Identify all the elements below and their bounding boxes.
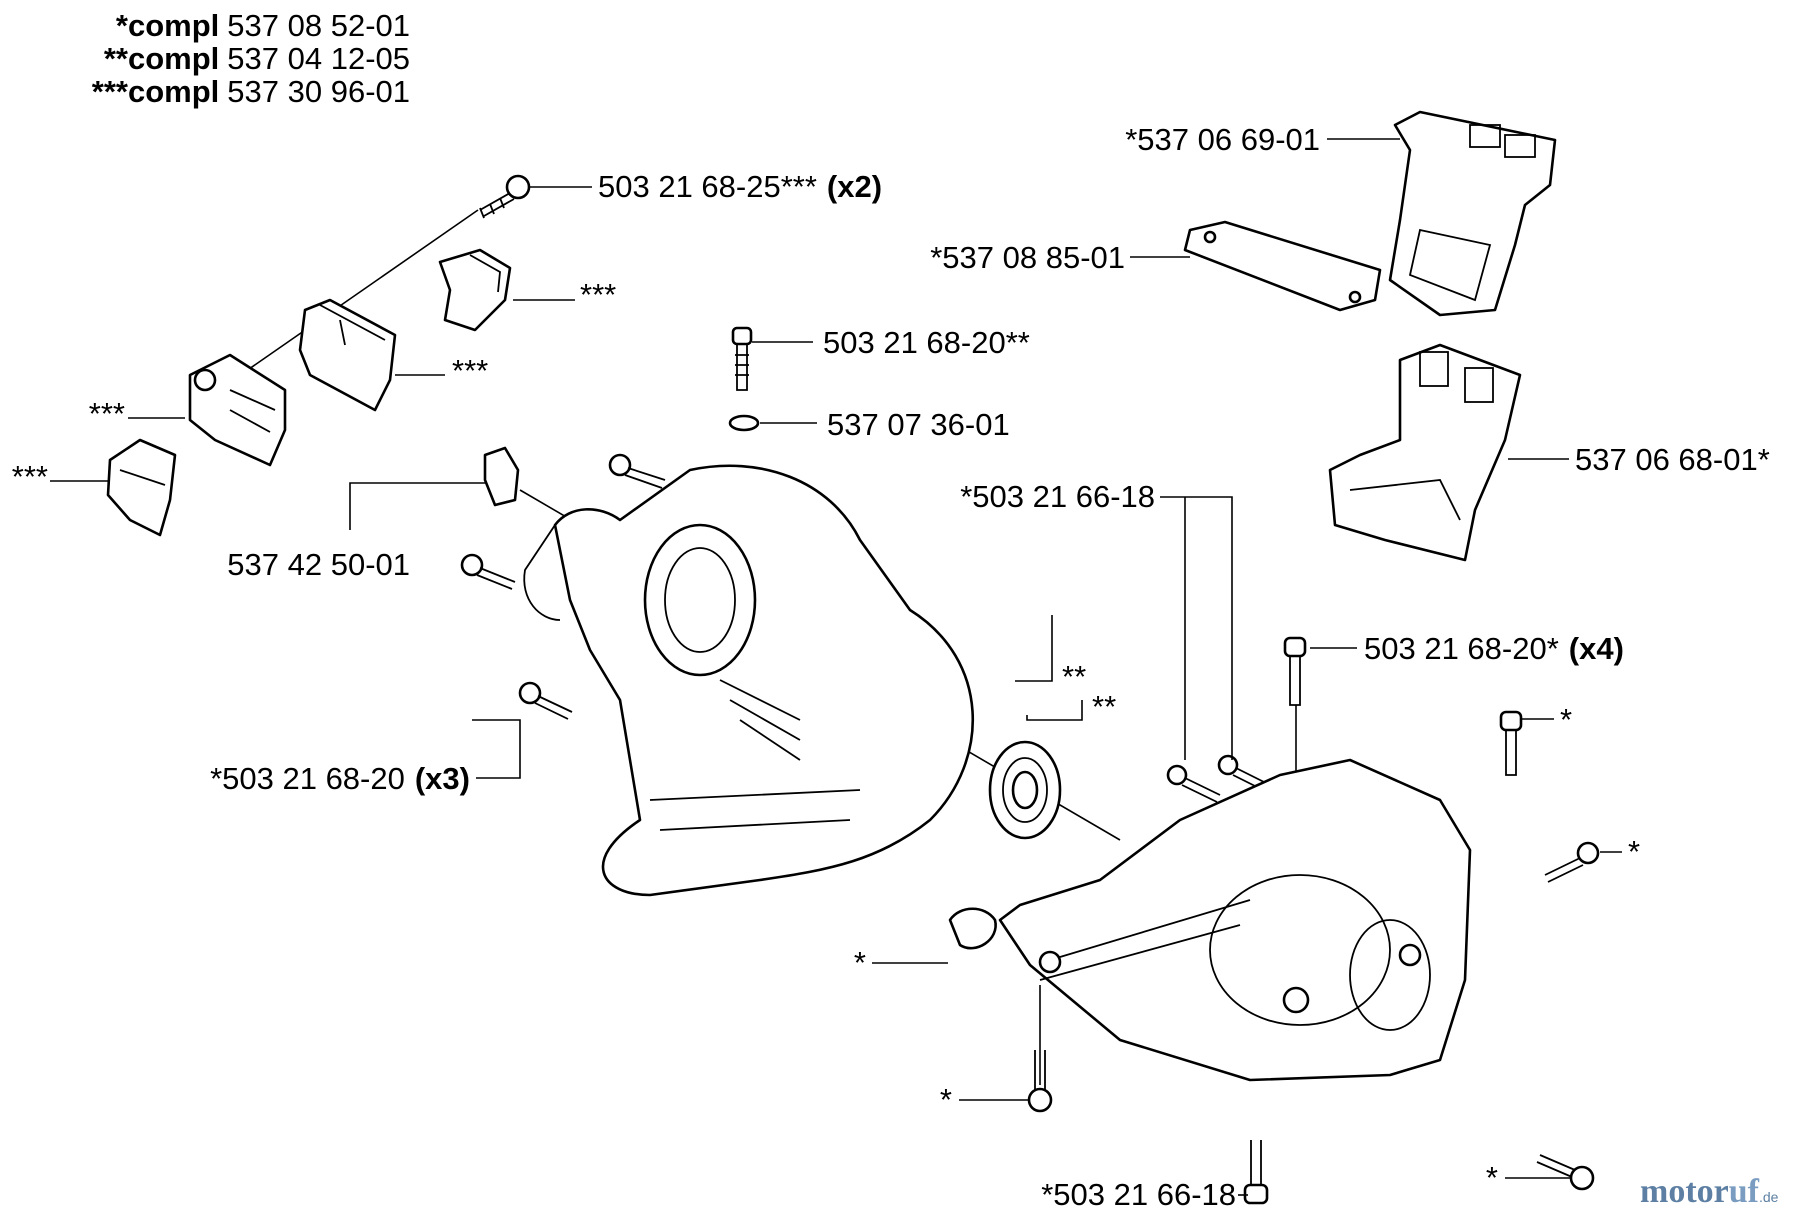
clip-537-42-50-01 xyxy=(483,446,520,507)
label-gasket-537-08-85-01: *537 08 85-01 xyxy=(930,240,1125,275)
label-cover-piece-upper: *** xyxy=(580,277,616,312)
label-star-right-1: * xyxy=(1560,702,1572,737)
label-cylinder-cover: *** xyxy=(89,396,125,431)
label-filter-holder-537-06-68-01: 537 06 68-01* xyxy=(1575,442,1770,477)
gasket-537-08-85-01 xyxy=(1183,220,1382,312)
label-screw-503-21-68-25: 503 21 68-25***(x2) xyxy=(598,169,882,204)
cover-piece-lower xyxy=(106,438,177,537)
crankcase-half-left xyxy=(523,464,975,897)
screw-503-21-68-25 xyxy=(479,174,531,219)
label-screws-503-21-68-20-right: 503 21 68-20*(x4) xyxy=(1364,631,1624,666)
watermark: motoruf.de xyxy=(1640,1173,1779,1210)
crankcase-half-right xyxy=(948,758,1472,1082)
label-star-bottom: * xyxy=(1486,1160,1498,1195)
screw-left-3 xyxy=(518,681,573,720)
label-clip-537-42-50-01: 537 42 50-01 xyxy=(227,547,410,582)
screw-503-21-68-20-right xyxy=(1283,636,1307,706)
label-screw-503-21-68-20-top: 503 21 68-20** xyxy=(823,325,1030,360)
gasket-537-06-69-01 xyxy=(1388,110,1557,317)
label-cover-piece-lower: *** xyxy=(12,459,48,494)
screw-left-1 xyxy=(608,453,666,489)
cylinder-cover xyxy=(188,353,287,467)
cover-piece-middle xyxy=(298,298,397,412)
filter-holder-537-06-68-01 xyxy=(1328,343,1522,562)
screw-bottom-right xyxy=(1536,1154,1595,1191)
screw-bottom-left xyxy=(1027,1050,1053,1113)
label-gasket-537-06-69-01: *537 06 69-01 xyxy=(1125,122,1320,157)
label-star-left-2: * xyxy=(940,1082,952,1117)
label-crankcase-half-left: ** xyxy=(1062,659,1086,694)
label-star-right-2: * xyxy=(1628,834,1640,869)
bearing xyxy=(988,740,1062,840)
screw-503-21-68-20-top xyxy=(731,326,753,391)
label-cover-piece-middle: *** xyxy=(452,353,488,388)
label-star-left-1: * xyxy=(854,945,866,980)
label-bearing: ** xyxy=(1092,689,1116,724)
screw-bottom-center xyxy=(1243,1140,1269,1205)
label-screws-503-21-66-18-top: *503 21 66-18 xyxy=(960,479,1155,514)
cover-piece-upper xyxy=(438,248,512,332)
screw-pair-center xyxy=(1166,754,1271,803)
label-ring-537-07-36-01: 537 07 36-01 xyxy=(827,407,1010,442)
screw-left-2 xyxy=(460,553,516,590)
leader-lines xyxy=(50,138,1622,1179)
screw-right-top xyxy=(1499,710,1523,776)
retaining-ring xyxy=(728,414,760,432)
label-screws-503-21-66-18-bottom: *503 21 66-18 xyxy=(1041,1177,1236,1212)
screw-right-mid xyxy=(1544,841,1600,883)
label-screws-left: *503 21 68-20(x3) xyxy=(210,761,470,796)
